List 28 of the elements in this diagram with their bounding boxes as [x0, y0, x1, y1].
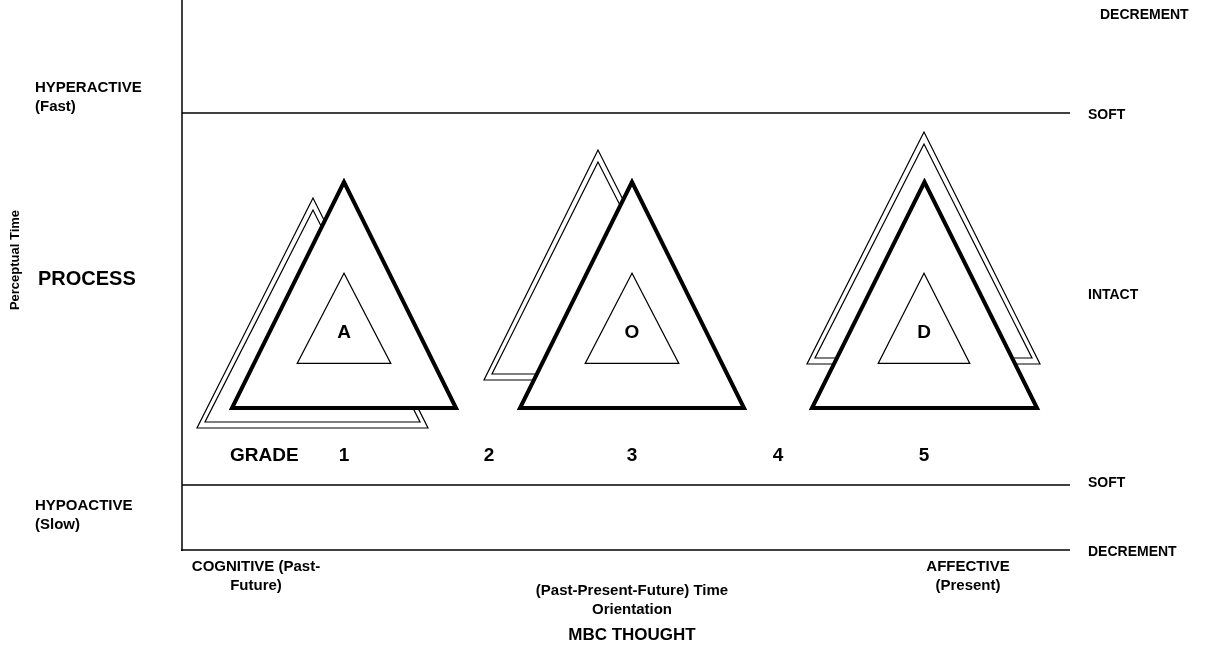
text-label: PROCESS: [38, 266, 137, 291]
text-label: 2: [482, 443, 496, 467]
node-letter: D: [916, 322, 932, 341]
letter-triangle: [296, 272, 392, 364]
text-label: 1: [337, 443, 351, 467]
triangle-shape: [808, 178, 1041, 410]
text-label: GRADE: [230, 443, 300, 467]
text-label: 5: [917, 443, 931, 467]
node-letter: A: [336, 322, 352, 341]
node-letter: O: [623, 322, 641, 341]
text-label: INTACT: [1088, 286, 1140, 304]
text-label: SOFT: [1088, 106, 1127, 124]
text-label: SOFT: [1088, 474, 1127, 492]
text-label: COGNITIVE (Past-Future): [191, 557, 321, 595]
triangle-shape: [516, 178, 748, 410]
text-label: DECREMENT: [1100, 6, 1190, 24]
letter-triangle: [584, 272, 680, 364]
text-label: MBC THOUGHT: [567, 624, 697, 646]
text-label: HYPERACTIVE (Fast): [35, 78, 143, 116]
text-label: DECREMENT: [1088, 543, 1178, 561]
text-label: 4: [771, 443, 785, 467]
text-label: AFFECTIVE (Present): [925, 557, 1011, 595]
letter-triangle: [877, 272, 971, 364]
text-label: HYPOACTIVE (Slow): [35, 496, 134, 534]
triangle-shape: [228, 178, 460, 410]
axis-label: Perceptual Time: [7, 209, 21, 311]
text-label: (Past-Present-Future) Time Orientation: [534, 581, 730, 619]
text-label: 3: [625, 443, 639, 467]
